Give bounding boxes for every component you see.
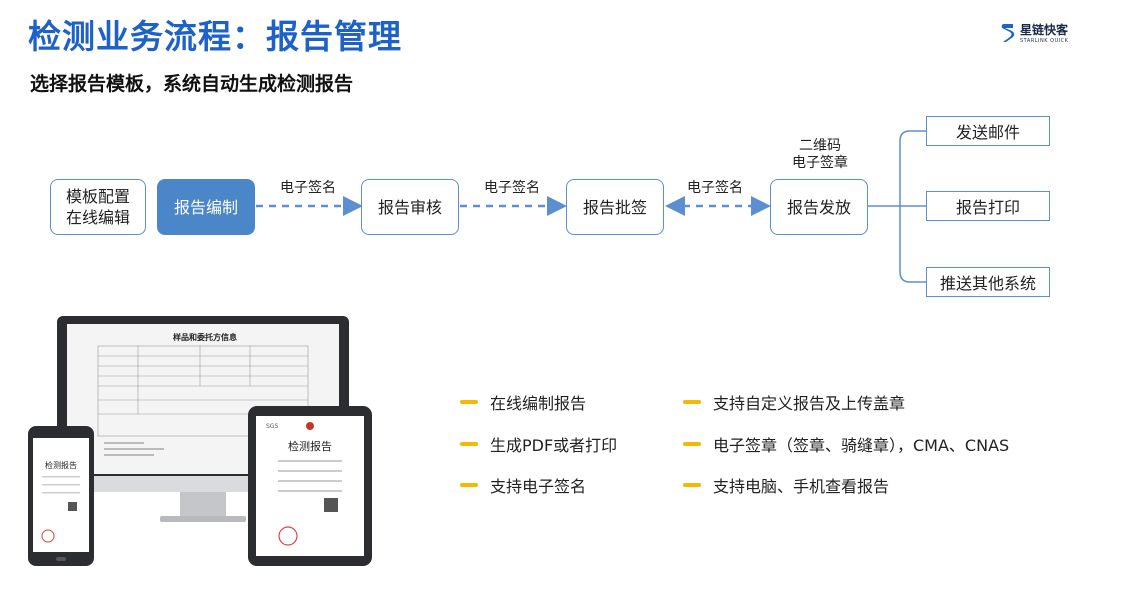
bullet-dash-icon [460,400,478,404]
node-template-config[interactable]: 模板配置 在线编辑 [50,179,146,235]
feature-item: 支持电子签名 [460,473,586,497]
device-illustration: 样品和委托方信息 SGS 检测报告 检测报告 [28,316,372,566]
logo-name: 星链快客 [1020,23,1069,37]
node-report-release[interactable]: 报告发放 [770,179,868,235]
starlink-logo-icon [1001,24,1015,42]
brand-logo: 星链快客 STARLINK QUICK [1000,20,1090,48]
bullet-dash-icon [460,442,478,446]
release-note-qrcode: 二维码 [799,138,841,154]
node-report-compile[interactable]: 报告编制 [157,179,255,235]
output-print-report[interactable]: 报告打印 [926,191,1050,221]
monitor-doc-title: 样品和委托方信息 [173,332,237,342]
page-subtitle: 选择报告模板，系统自动生成检测报告 [30,73,354,95]
svg-text:SGS: SGS [266,423,278,430]
bullet-dash-icon [683,442,701,446]
flow-connectors [256,130,926,283]
node-report-approve[interactable]: 报告批签 [566,179,664,235]
bullet-dash-icon [683,400,701,404]
bullet-dash-icon [460,483,478,487]
edge-label-esign-3: 电子签名 [687,180,743,196]
phone-doc-title: 检测报告 [45,460,77,470]
node-report-review[interactable]: 报告审核 [361,179,459,235]
phone-icon: 检测报告 [28,426,94,566]
feature-item: 生成PDF或者打印 [460,432,617,456]
output-push-systems[interactable]: 推送其他系统 [926,267,1050,297]
page-title: 检测业务流程：报告管理 [28,17,402,56]
logo-en: STARLINK QUICK [1020,38,1069,44]
edge-label-esign-2: 电子签名 [484,180,540,196]
feature-item: 支持自定义报告及上传盖章 [683,390,905,414]
bullet-dash-icon [683,483,701,487]
edge-label-esign-1: 电子签名 [280,180,336,196]
tablet-icon: SGS 检测报告 [248,406,372,566]
release-note-eseal: 电子签章 [792,155,848,171]
output-send-email[interactable]: 发送邮件 [926,116,1050,146]
feature-item: 电子签章（签章、骑缝章），CMA、CNAS [683,432,1009,456]
output-bracket [868,130,926,283]
feature-item: 在线编制报告 [460,390,586,414]
feature-item: 支持电脑、手机查看报告 [683,473,889,497]
tablet-doc-title: 检测报告 [288,439,332,453]
